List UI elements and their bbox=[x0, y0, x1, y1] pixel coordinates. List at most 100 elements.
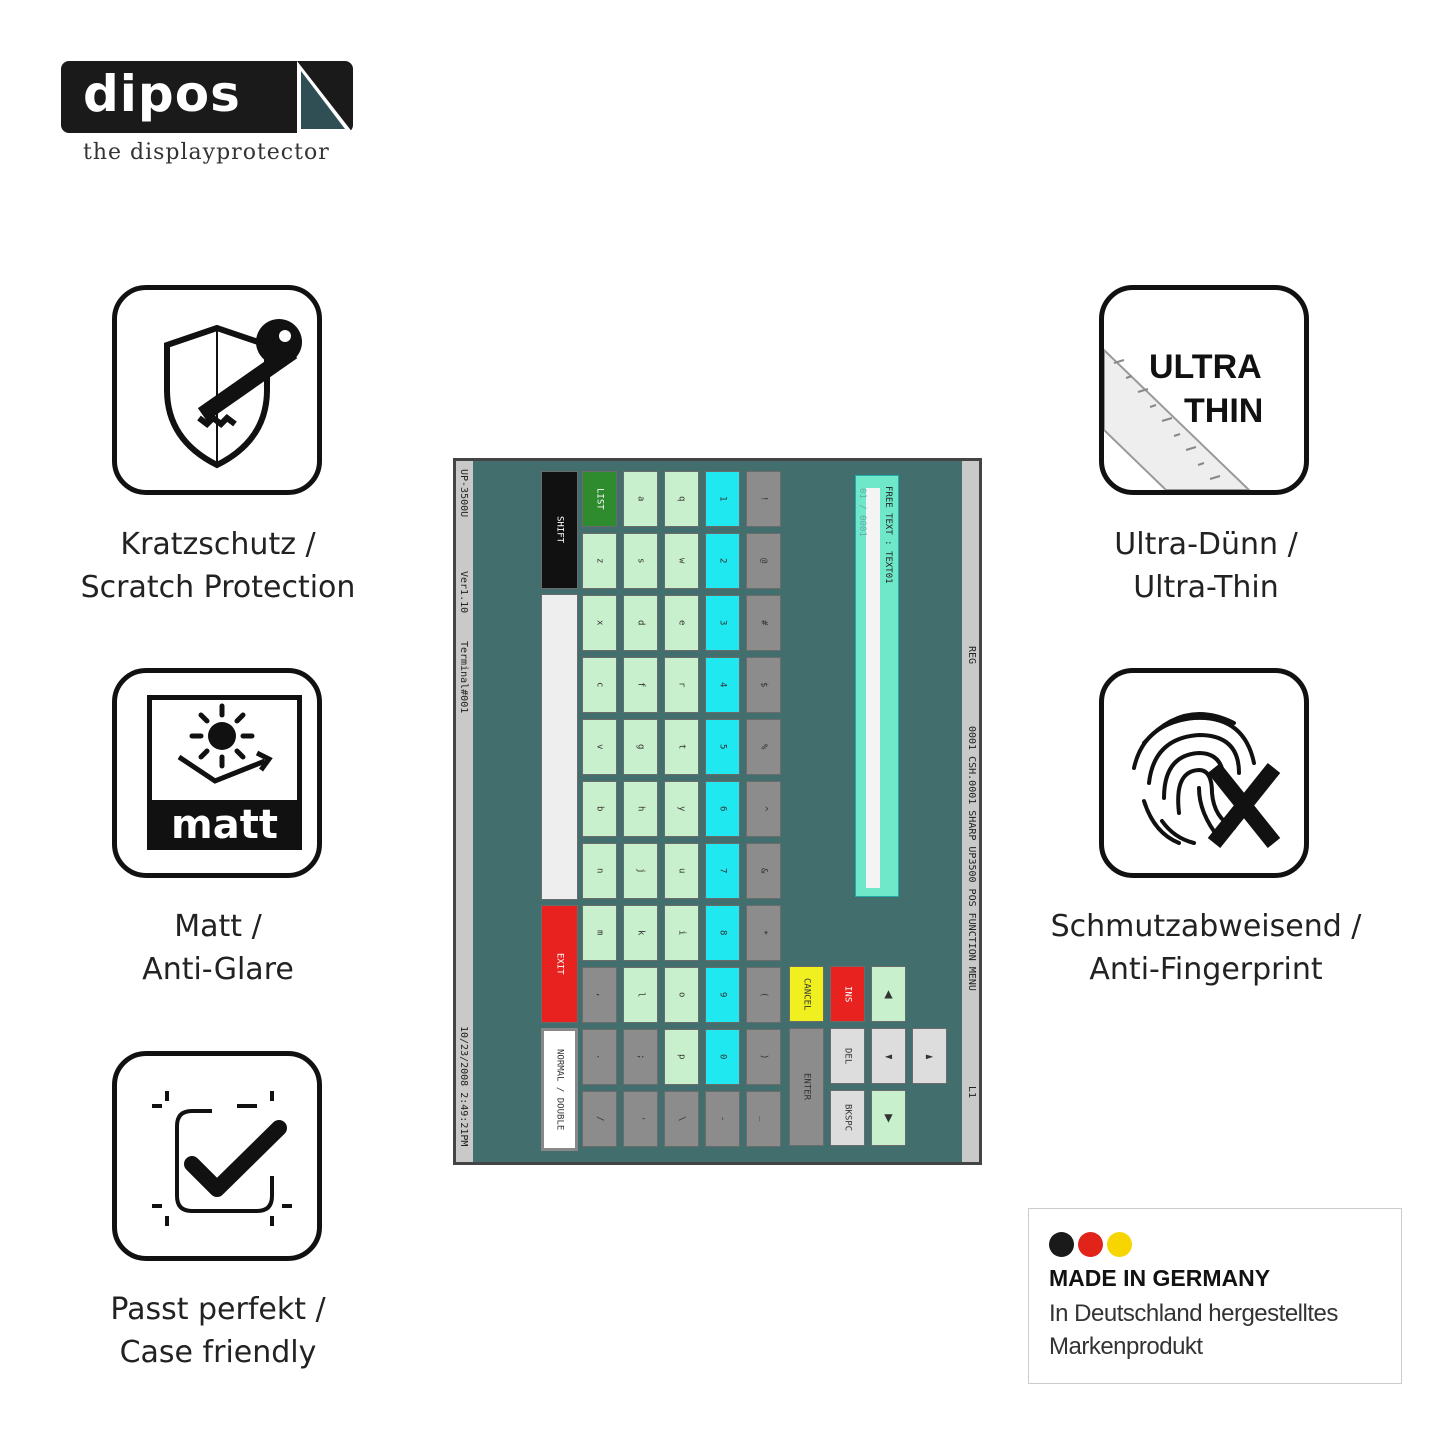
ins-key[interactable]: INS bbox=[830, 966, 865, 1022]
keypad-key[interactable]: y bbox=[664, 781, 699, 837]
keypad-key[interactable]: d bbox=[623, 595, 658, 651]
keypad-key[interactable]: ! bbox=[746, 471, 781, 527]
keypad-key-label: 6 bbox=[717, 806, 728, 812]
keypad-key[interactable]: 2 bbox=[705, 533, 740, 589]
flag-dot-black bbox=[1049, 1232, 1074, 1257]
right-arrow-key[interactable]: ► bbox=[912, 1028, 947, 1084]
matt-caption-en: Anti-Glare bbox=[142, 952, 294, 987]
keypad-key[interactable]: o bbox=[664, 967, 699, 1023]
keypad-key[interactable]: q bbox=[664, 471, 699, 527]
keypad-key[interactable]: & bbox=[746, 843, 781, 899]
keypad-key[interactable]: / bbox=[582, 1091, 617, 1147]
keypad-key[interactable]: . bbox=[582, 1029, 617, 1085]
keypad-key[interactable]: l bbox=[623, 967, 658, 1023]
keypad-key[interactable]: u bbox=[664, 843, 699, 899]
enter-key[interactable]: ENTER bbox=[789, 1028, 824, 1146]
free-text-input[interactable] bbox=[866, 488, 880, 888]
del-key[interactable]: DEL bbox=[830, 1028, 865, 1084]
keypad-key[interactable]: s bbox=[623, 533, 658, 589]
shift-key[interactable]: SHIFT bbox=[541, 471, 578, 589]
keypad-key[interactable]: j bbox=[623, 843, 658, 899]
cancel-key[interactable]: CANCEL bbox=[789, 966, 824, 1022]
keypad-key-label: c bbox=[594, 682, 605, 688]
bkspc-key-label: BKSPC bbox=[842, 1104, 853, 1132]
keypad-key[interactable]: _ bbox=[746, 1091, 781, 1147]
left-arrow-key[interactable]: ◄ bbox=[871, 1028, 906, 1084]
keypad-key[interactable]: ( bbox=[746, 967, 781, 1023]
matt-label: matt bbox=[171, 802, 278, 848]
anti-fingerprint-badge bbox=[1099, 668, 1309, 878]
keypad-key[interactable]: @ bbox=[746, 533, 781, 589]
keypad-key[interactable]: t bbox=[664, 719, 699, 775]
list-key[interactable]: LIST bbox=[582, 471, 617, 527]
enter-key-label: ENTER bbox=[801, 1073, 812, 1101]
keypad-key[interactable]: 6 bbox=[705, 781, 740, 837]
keypad-key[interactable]: ) bbox=[746, 1029, 781, 1085]
keypad-key[interactable]: % bbox=[746, 719, 781, 775]
keypad-key[interactable]: 9 bbox=[705, 967, 740, 1023]
down-arrow-key[interactable]: ▼ bbox=[871, 1090, 906, 1146]
keypad-key[interactable]: x bbox=[582, 595, 617, 651]
keypad-key[interactable]: w bbox=[664, 533, 699, 589]
keypad-key[interactable]: # bbox=[746, 595, 781, 651]
fingerprint-caption-en: Anti-Fingerprint bbox=[1089, 952, 1323, 987]
keypad-key[interactable]: , bbox=[582, 967, 617, 1023]
ins-key-label: INS bbox=[842, 985, 853, 1003]
ruler-icon: ULTRA THIN bbox=[1104, 348, 1263, 490]
keypad-key-label: m bbox=[594, 930, 605, 936]
keypad-key[interactable]: $ bbox=[746, 657, 781, 713]
keypad-key-label: ; bbox=[635, 1054, 646, 1060]
free-text-field[interactable]: FREE TEXT : TEXT01 01 / 0001 bbox=[855, 475, 899, 897]
blank-key[interactable] bbox=[541, 594, 578, 900]
keypad-key[interactable]: f bbox=[623, 657, 658, 713]
keypad-key[interactable]: v bbox=[582, 719, 617, 775]
fingerprint-x-icon bbox=[1132, 712, 1281, 848]
keypad-key[interactable]: i bbox=[664, 905, 699, 961]
keypad-key[interactable]: g bbox=[623, 719, 658, 775]
keypad-key-label: ' bbox=[635, 1116, 646, 1122]
keypad-key[interactable]: 0 bbox=[705, 1029, 740, 1085]
keypad-key[interactable]: * bbox=[746, 905, 781, 961]
cancel-key-label: CANCEL bbox=[801, 977, 812, 1011]
keypad-key[interactable]: m bbox=[582, 905, 617, 961]
keypad-key[interactable]: r bbox=[664, 657, 699, 713]
keypad-key[interactable]: 5 bbox=[705, 719, 740, 775]
keypad-key-label: 4 bbox=[717, 682, 728, 688]
keypad-key[interactable]: 3 bbox=[705, 595, 740, 651]
keypad-key[interactable]: ^ bbox=[746, 781, 781, 837]
keypad-key[interactable]: k bbox=[623, 905, 658, 961]
keypad-key[interactable]: h bbox=[623, 781, 658, 837]
matt-sun-icon bbox=[147, 695, 302, 850]
keypad-key-label: f bbox=[635, 682, 646, 688]
keypad-key-label: \ bbox=[676, 1116, 687, 1122]
keypad-key[interactable]: ; bbox=[623, 1029, 658, 1085]
keypad-key-label: ^ bbox=[758, 806, 769, 812]
keypad-key-label: . bbox=[594, 1054, 605, 1060]
exit-key[interactable]: EXIT bbox=[541, 905, 578, 1023]
up-arrow-key[interactable]: ▲ bbox=[871, 966, 906, 1022]
keypad-key[interactable]: - bbox=[705, 1091, 740, 1147]
keypad-key[interactable]: 7 bbox=[705, 843, 740, 899]
right-status-bar bbox=[962, 461, 979, 1162]
keypad-key[interactable]: 8 bbox=[705, 905, 740, 961]
keypad-key[interactable]: ' bbox=[623, 1091, 658, 1147]
keypad-key[interactable]: e bbox=[664, 595, 699, 651]
datetime-label: 10/23/2008 2:49:21PM bbox=[458, 1026, 469, 1147]
keypad-key[interactable]: z bbox=[582, 533, 617, 589]
keypad-key[interactable]: c bbox=[582, 657, 617, 713]
keypad-key[interactable]: b bbox=[582, 781, 617, 837]
badge-line1: In Deutschland hergestelltes bbox=[1049, 1300, 1338, 1327]
keypad-key[interactable]: n bbox=[582, 843, 617, 899]
keypad-key[interactable]: 1 bbox=[705, 471, 740, 527]
keypad-key-label: 3 bbox=[717, 620, 728, 626]
brand-tagline: the displayprotector bbox=[83, 140, 330, 165]
made-in-germany-badge: MADE IN GERMANY In Deutschland hergestel… bbox=[1028, 1208, 1402, 1384]
thin-caption-de: Ultra-Dünn / bbox=[1114, 527, 1298, 562]
keypad-key[interactable]: p bbox=[664, 1029, 699, 1085]
keypad-key[interactable]: a bbox=[623, 471, 658, 527]
keypad-key[interactable]: \ bbox=[664, 1091, 699, 1147]
keypad-key-label: * bbox=[758, 930, 769, 936]
bkspc-key[interactable]: BKSPC bbox=[830, 1090, 865, 1146]
keypad-key[interactable]: 4 bbox=[705, 657, 740, 713]
normal-double-key[interactable]: NORMAL / DOUBLE bbox=[541, 1028, 578, 1151]
